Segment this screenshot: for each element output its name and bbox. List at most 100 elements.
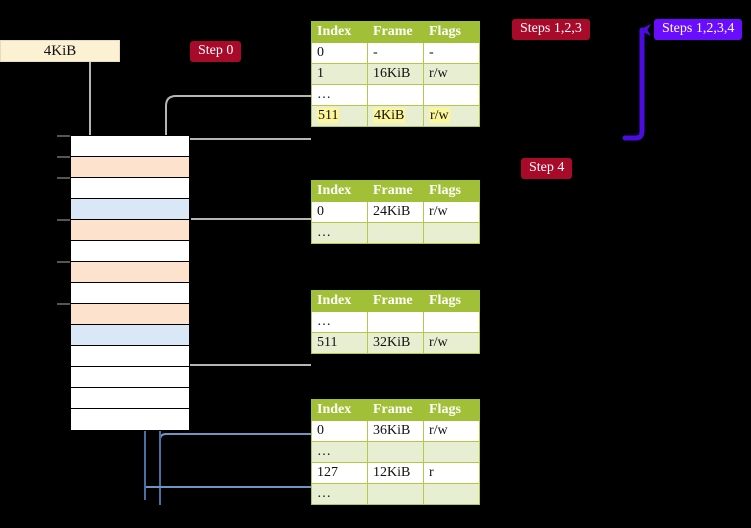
badge-steps-123: Steps 1,2,3 [512,19,590,40]
table-cell [423,311,480,333]
table-cell [423,441,480,463]
table-cell: - [367,42,424,64]
table-cell: 127 [311,462,368,484]
cell-highlight: 511 [317,108,340,123]
table-cell: r [423,462,480,484]
memory-row [71,283,189,304]
column-header: Frame [367,21,424,43]
table-cell [367,441,424,463]
badge-step-4-text: Step 4 [529,160,565,175]
memory-row [71,388,189,409]
badge-steps-123-text: Steps 1,2,3 [520,21,582,36]
table-cell: r/w [423,332,480,354]
column-header: Flags [423,290,480,312]
memory-row [71,178,189,199]
table-cell: r/w [423,201,480,223]
table-cell: … [311,483,368,505]
column-header: Index [311,21,368,43]
table-cell: - [423,42,480,64]
table-cell [423,483,480,505]
table-cell: 1 [311,63,368,85]
memory-row [71,346,189,367]
memory-row [71,409,189,430]
badge-steps-1234-text: Steps 1,2,3,4 [662,21,735,36]
column-header: Frame [367,290,424,312]
table-row: … [311,483,480,505]
table-row: 0-- [311,42,480,64]
table-row: … [311,222,480,244]
column-header: Index [311,399,368,421]
table-cell: 16KiB [367,63,424,85]
table-cell [367,483,424,505]
wire-pt3-to-memory [180,315,311,366]
table-cell: r/w [423,105,480,127]
size-label-4kib: 4KiB [0,40,120,62]
memory-row [71,220,189,241]
memory-row [71,325,189,346]
memory-tick-5 [57,303,71,305]
table-cell: 511 [311,332,368,354]
table-row: 511 4KiB r/w [311,105,480,127]
arrow-steps-1234 [622,24,651,141]
table-cell: … [311,441,368,463]
badge-steps-1234: Steps 1,2,3,4 [654,19,743,40]
column-header: Index [311,180,368,202]
table-cell: … [311,84,368,106]
column-header: Frame [367,399,424,421]
table-row: … [311,84,480,106]
table-cell: r/w [423,420,480,442]
memory-tick-4 [57,261,71,263]
table-cell: … [311,311,368,333]
memory-tick-1 [57,156,71,158]
memory-tick-3 [57,219,71,221]
cell-highlight: r/w [429,108,450,123]
memory-row [71,304,189,325]
badge-step-4: Step 4 [521,158,573,179]
memory-tick-2 [57,177,71,179]
table-cell [367,222,424,244]
memory-row [71,241,189,262]
memory-column [70,135,190,431]
wire-blue-up-1 [159,433,311,505]
table-row: … [311,311,480,333]
table-cell [367,84,424,106]
table-cell: 0 [311,42,368,64]
table-cell: 0 [311,201,368,223]
table-cell: … [311,222,368,244]
table-cell: 24KiB [367,201,424,223]
table-cell: 0 [311,420,368,442]
table-cell: 36KiB [367,420,424,442]
cell-highlight: 4KiB [373,108,406,123]
table-cell: 4KiB [367,105,424,127]
badge-step-0-text: Step 0 [198,43,234,58]
memory-row [71,136,189,157]
memory-row [71,199,189,220]
table-cell [423,222,480,244]
memory-row [71,262,189,283]
wire-blue-up-2 [144,485,311,500]
column-header: Flags [423,21,480,43]
badge-step-0: Step 0 [190,41,242,62]
column-header: Frame [367,180,424,202]
table-row: … [311,441,480,463]
table-cell: 32KiB [367,332,424,354]
table-cell: 511 [311,105,368,127]
size-label-text: 4KiB [43,43,77,59]
memory-row [71,367,189,388]
column-header: Index [311,290,368,312]
table-cell: r/w [423,63,480,85]
table-cell [423,84,480,106]
